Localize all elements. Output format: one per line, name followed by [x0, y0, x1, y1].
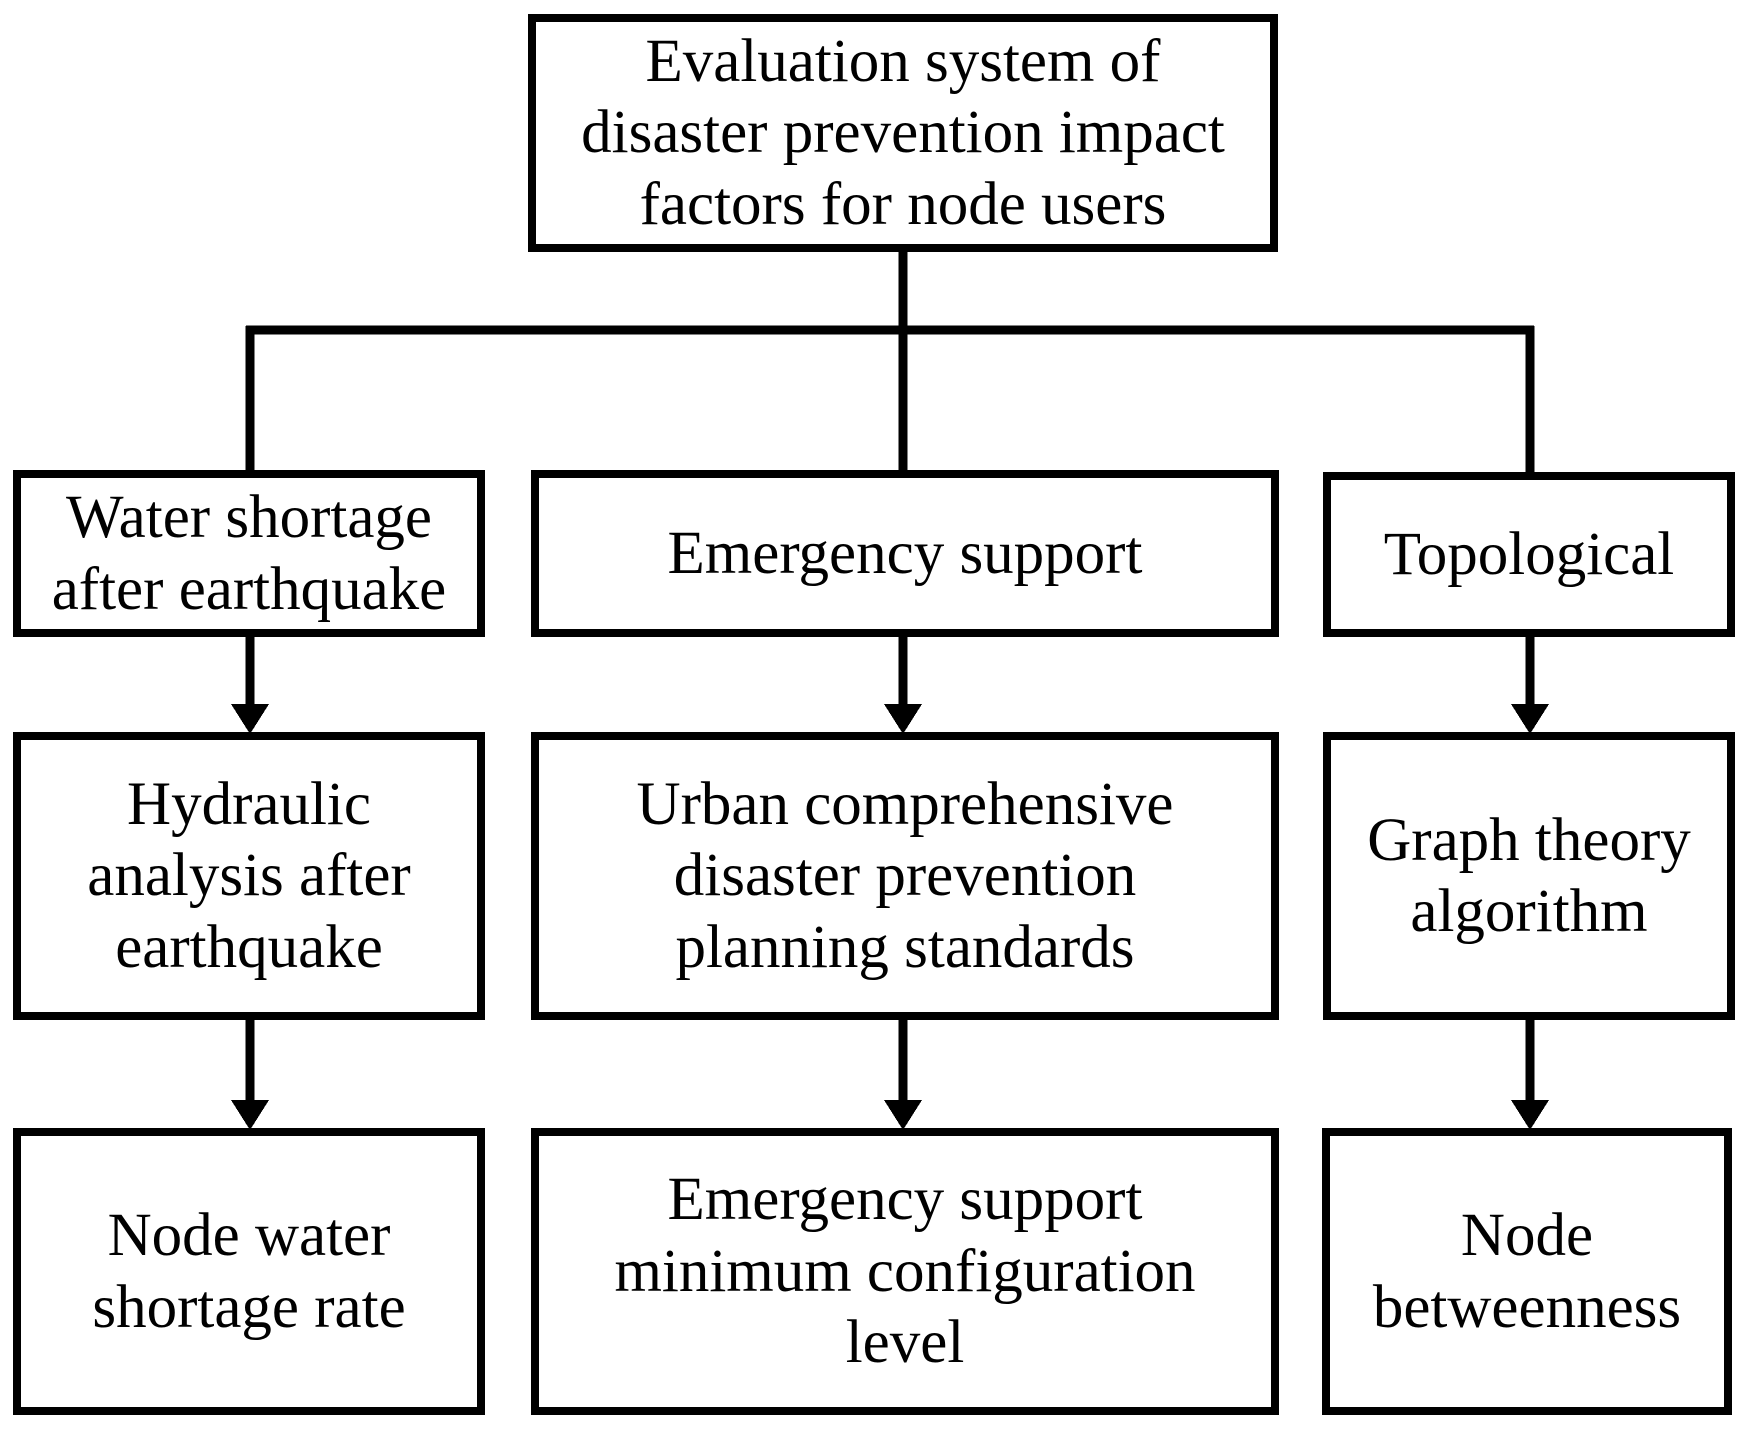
- arrow-emergency-to-urban: [884, 637, 922, 734]
- node-water-shortage: Water shortage after earthquake: [13, 470, 485, 637]
- node-graph-theory: Graph theory algorithm: [1323, 732, 1735, 1020]
- arrow-topological-to-graph: [1511, 637, 1549, 734]
- node-betweenness: Node betweenness: [1322, 1128, 1732, 1415]
- node-emergency-min-config: Emergency support minimum configuration …: [531, 1128, 1279, 1415]
- node-topological: Topological: [1323, 472, 1735, 637]
- arrow-urban-to-min-config: [884, 1020, 922, 1130]
- node-hydraulic-analysis: Hydraulic analysis after earthquake: [13, 732, 485, 1020]
- node-emergency-support: Emergency support: [531, 470, 1279, 637]
- node-water-shortage-rate: Node water shortage rate: [13, 1128, 485, 1415]
- node-evaluation-system: Evaluation system of disaster prevention…: [528, 14, 1278, 252]
- arrow-water-to-hydraulic: [231, 637, 269, 734]
- arrow-hydraulic-to-shortage-rate: [231, 1020, 269, 1130]
- arrow-graph-to-betweenness: [1511, 1020, 1549, 1130]
- node-urban-standards: Urban comprehensive disaster prevention …: [531, 732, 1279, 1020]
